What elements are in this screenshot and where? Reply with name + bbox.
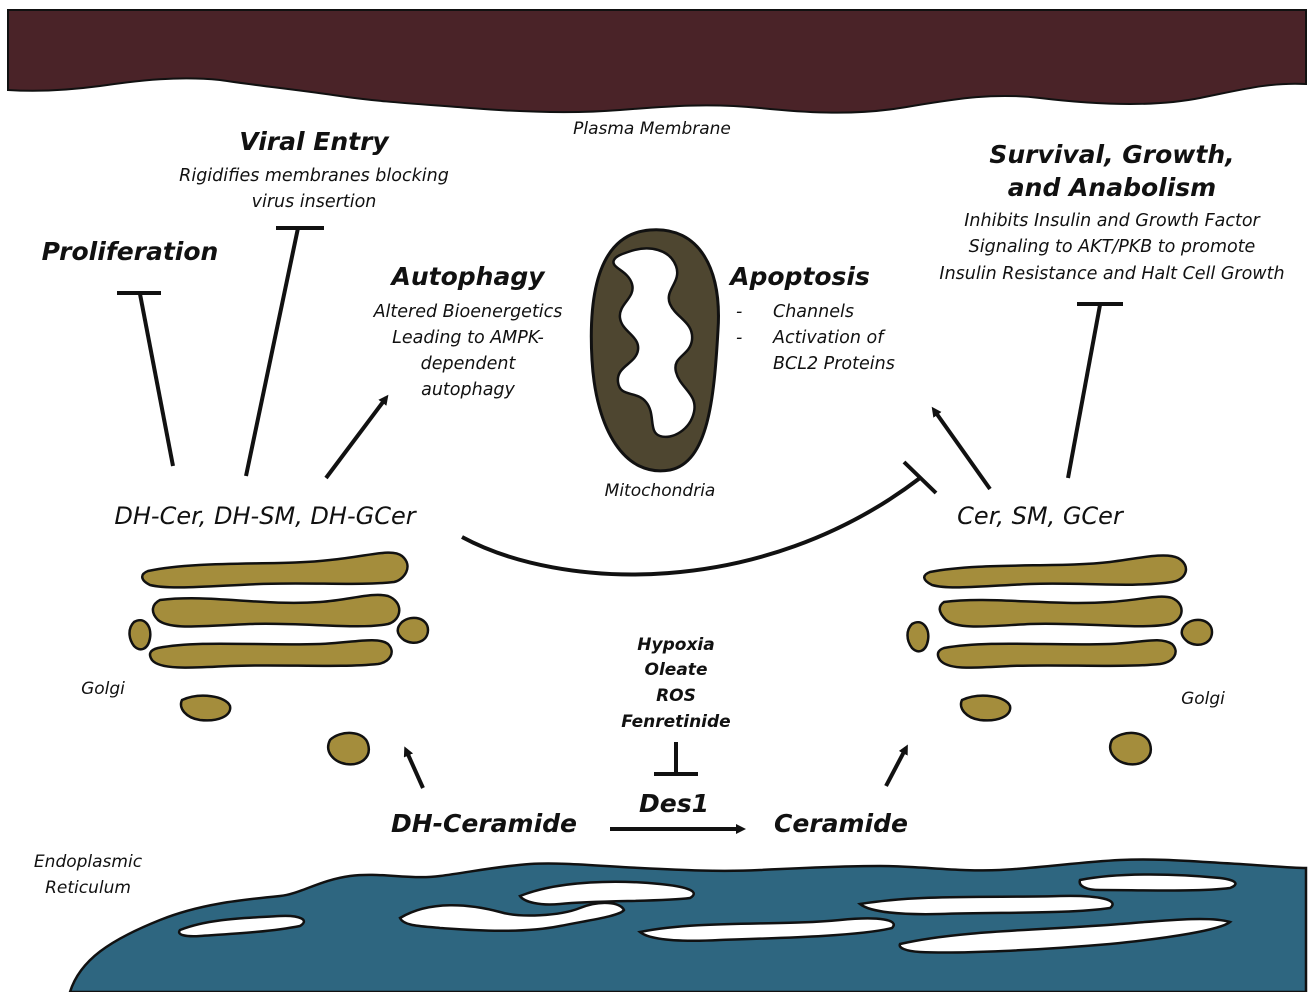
survival-desc-3: Insulin Resistance and Halt Cell Growth — [939, 264, 1284, 284]
apoptosis-desc-1: Channels — [773, 302, 854, 322]
ceramide-to-golgi-arrow — [886, 748, 906, 786]
plasma-membrane-label: Plasma Membrane — [573, 119, 731, 139]
survival-desc-1: Inhibits Insulin and Growth Factor — [964, 211, 1261, 231]
survival-desc-2: Signaling to AKT/PKB to promote — [969, 237, 1256, 257]
mitochondria-label: Mitochondria — [605, 481, 716, 501]
mitochondria-organelle — [591, 230, 718, 471]
inhibitor-2: Oleate — [645, 660, 708, 680]
plasma-membrane — [8, 10, 1306, 113]
proliferation-inhibition-line — [117, 293, 173, 466]
dh-ceramide-to-golgi-arrow — [406, 750, 423, 788]
er-label-line2: Reticulum — [45, 878, 131, 898]
apoptosis-bullet-2: - — [736, 328, 742, 348]
des1-label: Des1 — [639, 789, 709, 818]
endoplasmic-reticulum — [70, 859, 1306, 992]
viral-entry-title: Viral Entry — [239, 127, 390, 156]
inhibitor-4: Fenretinide — [621, 712, 730, 732]
golgi-right-label: Golgi — [1181, 689, 1225, 709]
proliferation-title: Proliferation — [42, 237, 219, 266]
viral-entry-inhibition-line — [246, 228, 324, 476]
dh-complex-lipids-label: DH-Cer, DH-SM, DH-GCer — [114, 502, 417, 530]
autophagy-desc-1: Altered Bioenergetics — [373, 302, 563, 322]
er-label-line1: Endoplasmic — [34, 852, 143, 872]
apoptosis-bullet-1: - — [736, 302, 742, 322]
dh-ceramide-label: DH-Ceramide — [391, 809, 577, 838]
golgi-left — [130, 553, 429, 765]
ceramide-label: Ceramide — [774, 809, 908, 838]
apoptosis-title: Apoptosis — [728, 262, 870, 291]
golgi-right — [908, 555, 1213, 764]
inhibitor-3: ROS — [656, 686, 696, 706]
viral-entry-desc-2: virus insertion — [252, 192, 377, 212]
dh-lipids-inhibit-apoptosis — [462, 462, 936, 574]
survival-inhibition-line — [1068, 304, 1123, 478]
apoptosis-desc-3: BCL2 Proteins — [773, 354, 895, 374]
complex-lipids-label: Cer, SM, GCer — [957, 502, 1125, 530]
autophagy-desc-4: autophagy — [421, 380, 515, 400]
viral-entry-desc-1: Rigidifies membranes blocking — [179, 166, 449, 186]
apoptosis-arrow — [934, 410, 990, 489]
autophagy-desc-2: Leading to AMPK- — [392, 328, 544, 348]
autophagy-title: Autophagy — [389, 262, 546, 291]
golgi-left-label: Golgi — [81, 679, 125, 699]
survival-title-2: and Anabolism — [1008, 173, 1216, 202]
des1-inhibition-mark — [654, 742, 698, 774]
autophagy-arrow — [326, 398, 386, 478]
apoptosis-desc-2: Activation of — [772, 328, 886, 348]
survival-title-1: Survival, Growth, — [989, 140, 1234, 169]
autophagy-desc-3: dependent — [421, 354, 517, 374]
inhibitor-1: Hypoxia — [637, 635, 714, 655]
